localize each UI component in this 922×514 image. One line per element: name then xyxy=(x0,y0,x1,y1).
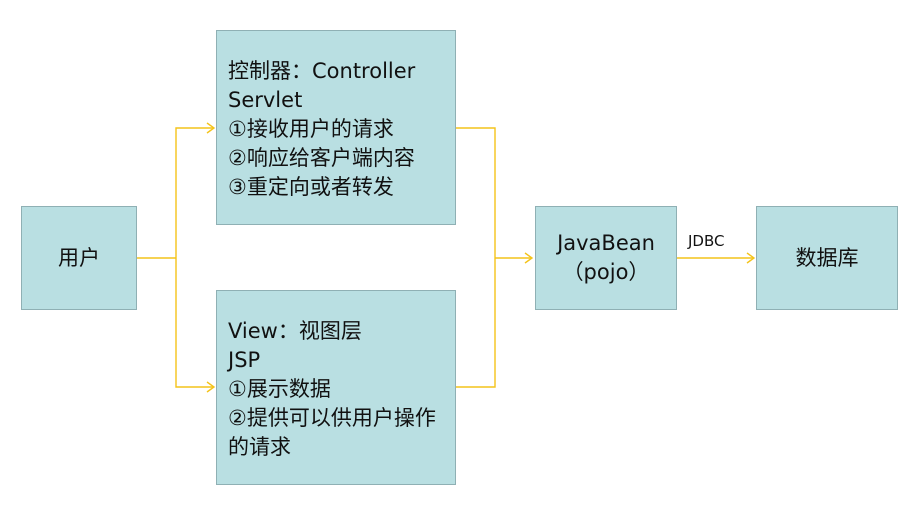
view-tech: JSP xyxy=(228,348,261,372)
view-duty-2: ②提供可以供用户操作的请求 xyxy=(228,406,436,459)
view-node: View：视图层 JSP ①展示数据 ②提供可以供用户操作的请求 xyxy=(216,290,456,485)
controller-title: 控制器：Controller xyxy=(228,59,416,83)
user-label: 用户 xyxy=(58,245,100,270)
arrowhead-controller xyxy=(206,122,216,134)
user-node: 用户 xyxy=(21,206,137,310)
controller-tech: Servlet xyxy=(228,88,303,112)
database-node: 数据库 xyxy=(756,206,898,310)
view-duty-1: ①展示数据 xyxy=(228,377,331,401)
view-title: View：视图层 xyxy=(228,319,362,343)
javabean-node: JavaBean （pojo） xyxy=(535,206,677,310)
database-label: 数据库 xyxy=(795,245,859,270)
connector-controller-to-javabean xyxy=(456,127,496,258)
controller-duty-2: ②响应给客户端内容 xyxy=(228,146,415,170)
connector-view-to-javabean xyxy=(456,258,496,388)
controller-duty-1: ①接收用户的请求 xyxy=(228,117,394,141)
javabean-subtitle: （pojo） xyxy=(562,260,650,284)
arrowhead-view xyxy=(206,381,216,393)
connector-user-to-view xyxy=(175,258,213,388)
controller-node: 控制器：Controller Servlet ①接收用户的请求 ②响应给客户端内… xyxy=(216,30,456,225)
arrowhead-database xyxy=(746,252,756,264)
controller-duty-3: ③重定向或者转发 xyxy=(228,175,394,199)
javabean-title: JavaBean xyxy=(557,231,655,255)
connector-user-to-controller xyxy=(175,127,213,258)
jdbc-edge-label: JDBC xyxy=(688,232,725,250)
arrowhead-javabean xyxy=(524,252,534,264)
